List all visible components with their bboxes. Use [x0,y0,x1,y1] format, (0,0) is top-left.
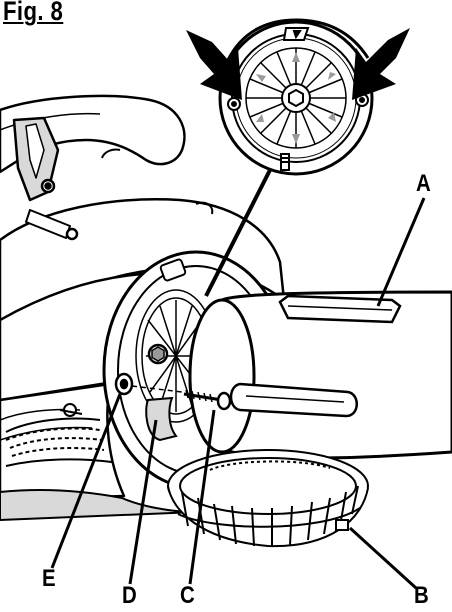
figure-title: Fig. 8 [3,0,64,26]
arrow-left-icon [186,30,242,100]
callout-label-a: A [416,170,431,197]
inset-screw-bottom [280,153,290,171]
inset-leader-line [204,169,272,297]
blower-handle [0,94,186,202]
callout-label-d: D [122,582,137,609]
inset-top-tab [282,27,310,41]
callout-label-e: E [42,565,56,592]
inset-screw-left [227,97,241,111]
detail-inset [186,18,410,176]
housing-vent-grill [5,417,113,467]
inset-fan [245,47,347,149]
callout-label-b: B [414,582,429,609]
rotation-arc-left [226,18,297,61]
arrow-right-icon [352,28,410,100]
blower-tube [188,290,452,460]
washer [114,372,134,396]
housing-screw [59,403,83,417]
debris-guard [167,449,369,548]
rotation-arc-right [295,18,370,59]
callout-leaders [50,197,426,590]
callout-label-c: C [180,582,195,609]
motor-housing [0,198,286,521]
fastener-screw [183,389,232,411]
